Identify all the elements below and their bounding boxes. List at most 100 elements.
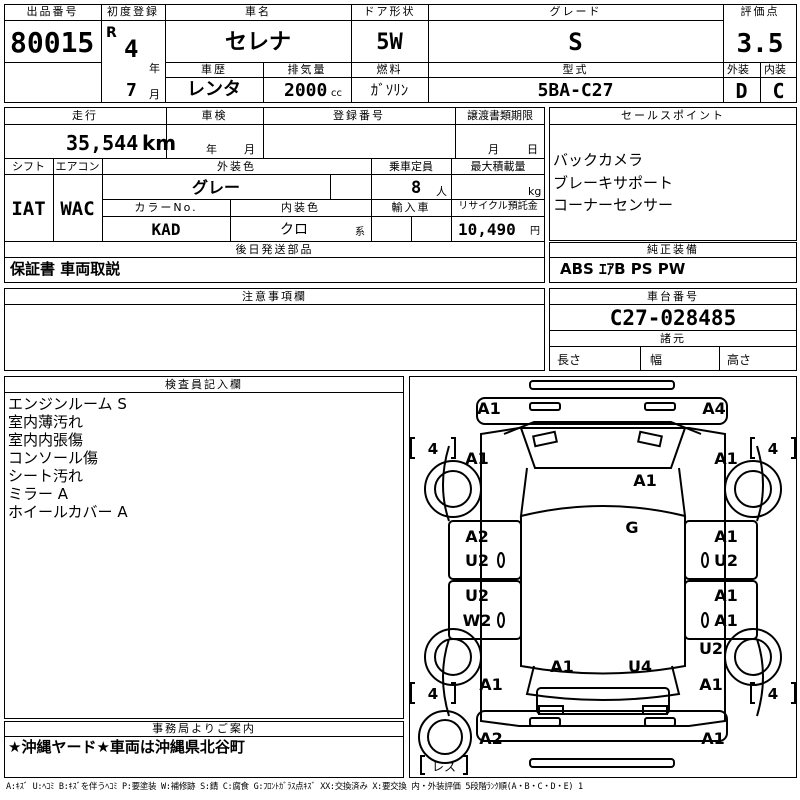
office-message: ★沖縄ヤード★車両は沖縄県北谷町 [8,738,245,756]
damage-legend: A:ｷｽﾞ U:ﾍｺﾐ B:ｷｽﾞを伴うﾍｺﾐ P:要塗装 W:補修跡 S:錆 … [6,782,583,792]
details-block [4,107,545,283]
max-load-unit: kg [528,185,542,198]
transfer-month-unit: 月 [488,143,499,156]
damage-rear-right-door: A1 [714,586,738,605]
transfer-deadline-label: 譲渡書類期限 [467,109,533,122]
later-parts-label: 後日発送部品 [235,243,314,256]
history-value: レンタ [187,79,241,100]
recycle-label: リサイクル預託金 [458,201,538,212]
equipment-value: ABS ｴｱB PS PW [560,260,686,278]
later-parts-value: 保証書 車両取説 [10,260,121,278]
displacement-label: 排気量 [287,63,327,76]
aircon-value: WAC [60,198,95,220]
chassis-label: 車台番号 [647,290,699,303]
damage-front-left-fender: A1 [465,449,489,468]
spare-tire-label: レス [432,760,456,774]
damage-hood: A1 [633,471,657,490]
height-label: 高さ [727,353,752,367]
inspector-label: 検査員記入欄 [165,378,243,391]
capacity-value: 8 [411,178,422,198]
notes-box [4,288,545,371]
inspector-note: ミラー A [8,485,69,503]
sales-point: コーナーセンサー [553,196,674,214]
lot-number: 80015 [10,26,95,59]
inspection-label: 車検 [201,109,228,122]
sales-point: バックカメラ [553,151,644,169]
inspector-note: エンジンルーム S [8,395,127,413]
color-no-value: KAD [151,220,181,239]
damage-rear-right-door: A1 [714,611,738,630]
inspector-note: シート汚れ [8,467,84,485]
fuel-label: 燃料 [376,63,403,76]
car-diagram: A1 A4 A1 A1 A1 G A2 U2 A1 U2 U2 W2 A1 A1… [410,380,796,775]
tire-tread-fr: 4 [768,440,778,458]
fuel-value: ｶﾞｿﾘﾝ [370,81,409,99]
recycle-unit: 円 [530,226,540,237]
length-label: 長さ [557,353,582,367]
width-label: 幅 [650,353,663,367]
damage-rear-left-door: W2 [463,611,492,630]
damage-rear-bumper-right: A1 [701,729,725,748]
month-unit: 月 [149,88,160,101]
sales-points-label: セールスポイント [621,109,725,122]
displacement-value: 2000 [284,80,328,101]
interior-color-unit: 系 [355,227,365,238]
equipment-label: 純正装備 [647,243,699,256]
office-label: 事務局よりご案内 [152,722,256,735]
exterior-label: 外装 [727,63,749,76]
car-name: セレナ [224,30,291,55]
color-no-label: カラーNo. [134,201,198,214]
first-reg-label: 初度登録 [107,5,159,18]
transfer-day-unit: 日 [527,143,538,156]
damage-windshield: G [625,518,638,537]
grade-value: S [568,28,583,56]
sales-points-box [549,107,797,241]
overall-score: 3.5 [736,29,784,59]
mileage-value: 35,544 [66,131,139,155]
inspector-box [4,376,404,719]
year-unit: 年 [149,62,160,75]
damage-front-right: A4 [702,399,726,418]
damage-rear-right-fender: U2 [699,639,723,658]
grade-label: グレード [549,5,602,18]
capacity-unit: 人 [436,185,447,198]
exterior-grade: D [735,79,748,103]
inspection-year-unit: 年 [206,143,217,156]
history-label: 車歴 [201,63,227,76]
damage-rear-right-quarter: A1 [699,675,723,694]
sales-point: ブレーキサポート [553,174,674,192]
damage-rear-left-door: U2 [465,586,489,605]
interior-grade: C [772,79,785,103]
inspector-note: 室内薄汚れ [8,413,84,431]
inspector-notes: エンジンルーム S 室内薄汚れ 室内内張傷 コンソール傷 シート汚れ ミラー A… [8,395,128,521]
inspector-note: コンソール傷 [8,449,99,467]
model-label: 型式 [562,63,589,76]
inspector-note: ホイールカバー A [8,503,128,521]
max-load-label: 最大積載量 [470,160,526,173]
damage-front-left: A1 [477,399,501,418]
interior-color-label: 内装色 [281,201,320,214]
damage-front-right-fender: A1 [714,449,738,468]
damage-rear-left-quarter: A1 [479,675,503,694]
equipment-box [549,242,797,283]
era-label: R [106,25,117,41]
tire-tread-rl: 4 [428,685,438,703]
tire-tread-rr: 4 [768,685,778,703]
tire-tread-fl: 4 [428,440,438,458]
registration-no-label: 登録番号 [333,109,385,122]
inspector-note: 室内内張傷 [8,431,84,449]
score-label: 評価点 [740,5,780,18]
color-label: 外装色 [217,160,256,173]
damage-front-right-door: A1 [714,527,738,546]
interior-label: 内装 [764,63,786,76]
damage-front-right-door: U2 [714,551,738,570]
damage-rear-bumper-left: A2 [479,729,503,748]
mileage-unit: km [142,131,177,155]
displacement-unit: cc [331,88,342,99]
recycle-value: 10,490 [458,220,516,239]
damage-roof-right: U4 [628,657,652,676]
model-value: 5BA-C27 [537,80,614,101]
chassis-number: C27-028485 [609,306,737,330]
office-box [4,721,404,778]
damage-roof-left: A1 [550,657,574,676]
